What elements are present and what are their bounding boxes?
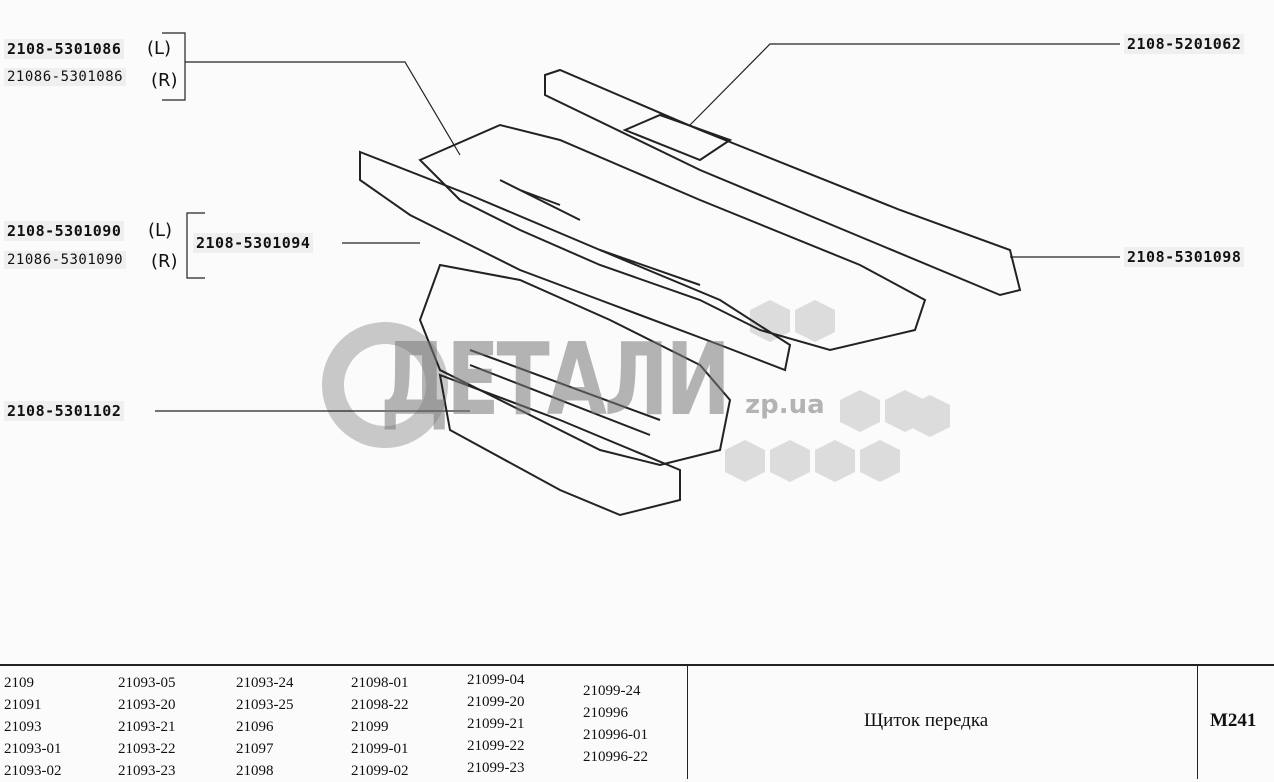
model-item: 21093-23: [118, 763, 176, 779]
parts-diagram: [155, 32, 1120, 517]
part-label-2108-5301086[interactable]: 2108-5301086: [4, 39, 125, 59]
model-item: 21093-25: [236, 697, 294, 713]
part-label-2108-5301098[interactable]: 2108-5301098: [1124, 247, 1245, 267]
model-item: 210996-01: [583, 727, 648, 743]
side-left-label: (L): [147, 38, 172, 59]
model-item: 21093-24: [236, 675, 294, 691]
part-label-2108-5301090[interactable]: 2108-5301090: [4, 221, 125, 241]
model-item: 21093: [4, 719, 42, 735]
page-code: M241: [1210, 710, 1257, 731]
model-item: 21099-01: [351, 741, 409, 757]
model-item: 21099-21: [467, 716, 525, 732]
watermark-hexagons-icon: [725, 300, 950, 482]
model-item: 21099-24: [583, 683, 641, 699]
model-item: 21099-02: [351, 763, 409, 779]
side-left-label: (L): [148, 220, 173, 241]
divider: [687, 664, 688, 779]
side-right-label: (R): [151, 70, 178, 91]
models-column: 2109 21091 21093 21093-01 21093-02: [4, 672, 62, 782]
model-item: 21093-20: [118, 697, 176, 713]
model-item: 21098-01: [351, 675, 409, 691]
side-right-label: (R): [151, 251, 178, 272]
model-item: 21098-22: [351, 697, 409, 713]
model-item: 21093-05: [118, 675, 176, 691]
model-item: 21093-21: [118, 719, 176, 735]
model-item: 21099-04: [467, 672, 525, 688]
model-item: 21099-22: [467, 738, 525, 754]
model-item: 210996-22: [583, 749, 648, 765]
part-label-2108-5201062[interactable]: 2108-5201062: [1124, 34, 1245, 54]
model-item: 21099: [351, 719, 389, 735]
model-item: 21093-02: [4, 763, 62, 779]
watermark-gear-icon: [322, 322, 448, 448]
model-item: 21098: [236, 763, 274, 779]
model-item: 210996: [583, 705, 628, 721]
model-item: 21099-23: [467, 760, 525, 776]
model-item: 21093-22: [118, 741, 176, 757]
part-label-21086-5301090[interactable]: 21086-5301090: [4, 251, 127, 269]
model-item: 21093-01: [4, 741, 62, 757]
watermark-logo-text: ДЕТАЛИ: [380, 321, 731, 438]
models-column: 21098-01 21098-22 21099 21099-01 21099-0…: [351, 672, 409, 782]
part-label-2108-5301102[interactable]: 2108-5301102: [4, 401, 125, 421]
leader-lines: [155, 32, 1120, 412]
divider: [1197, 664, 1198, 779]
model-item: 21099-20: [467, 694, 525, 710]
models-column: 21093-05 21093-20 21093-21 21093-22 2109…: [118, 672, 176, 782]
model-item: 21091: [4, 697, 42, 713]
models-column: 21099-04 21099-20 21099-21 21099-22 2109…: [467, 669, 525, 779]
models-table: [0, 664, 1274, 781]
model-item: 2109: [4, 675, 34, 691]
watermark-domain-text: zp.ua: [745, 390, 825, 420]
models-column: 21093-24 21093-25 21096 21097 21098: [236, 672, 294, 782]
part-label-21086-5301086[interactable]: 21086-5301086: [4, 68, 127, 86]
models-column: 21099-24 210996 210996-01 210996-22: [583, 680, 648, 768]
diagram-title: Щиток передка: [864, 710, 989, 731]
part-label-2108-5301094[interactable]: 2108-5301094: [193, 233, 314, 253]
front-panel-drawing: [359, 68, 1022, 517]
model-item: 21097: [236, 741, 274, 757]
model-item: 21096: [236, 719, 274, 735]
